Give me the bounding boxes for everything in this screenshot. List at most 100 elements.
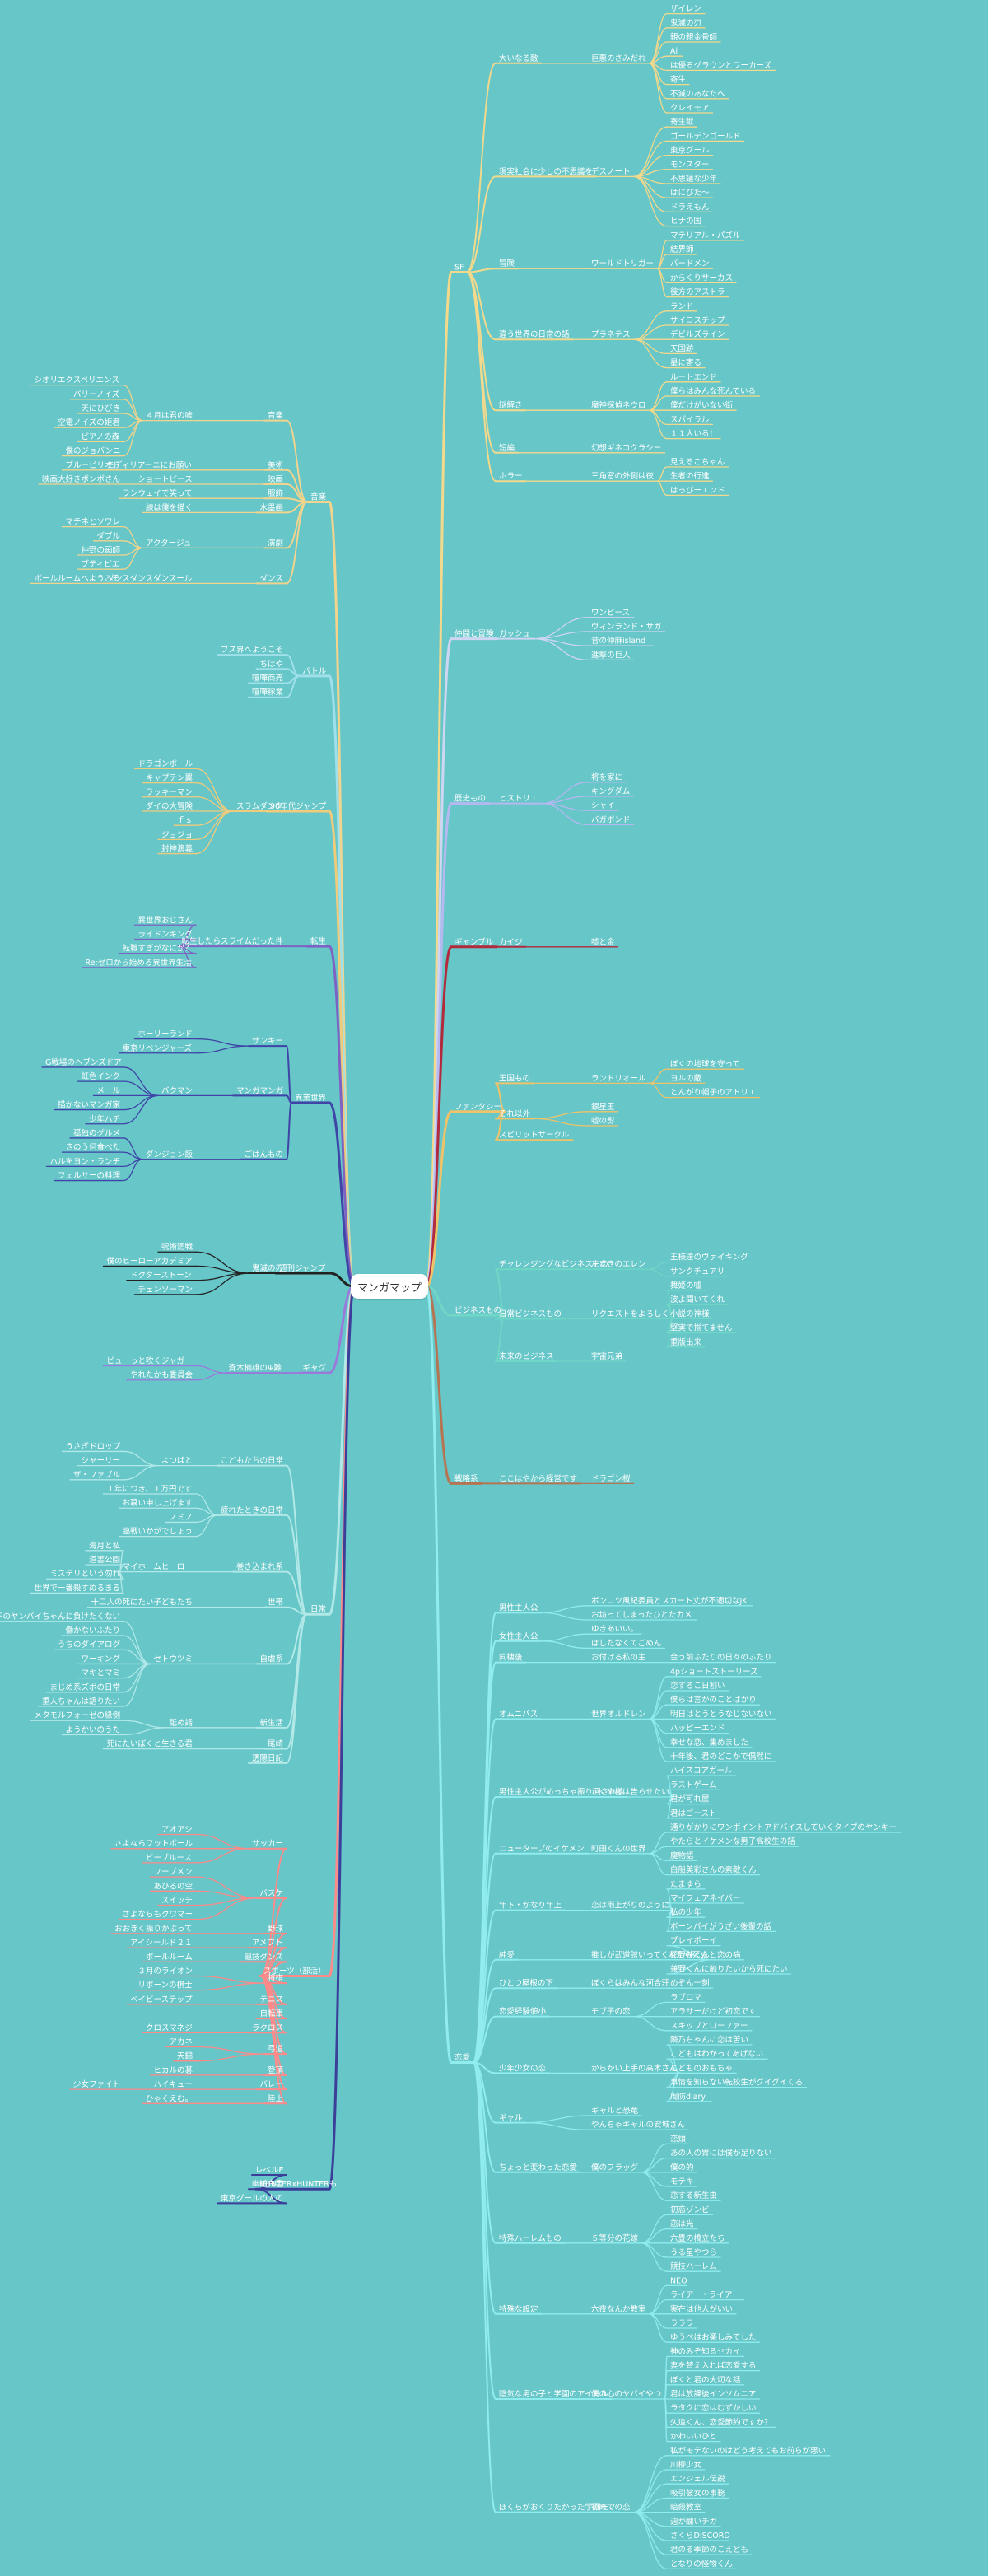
mindmap-node-297[interactable]: メタモルフォーゼの縁側 <box>35 1710 121 1720</box>
mindmap-node-334[interactable]: 陸上 <box>268 2093 284 2103</box>
mindmap-node-309[interactable]: あひるの空 <box>154 1881 193 1891</box>
mindmap-node-174[interactable]: 神のみぞ知るセカイ <box>670 2346 741 2356</box>
mindmap-node-171[interactable]: ゆうべはお楽しみでした <box>670 2332 757 2342</box>
mindmap-node-219[interactable]: ボールルームへようこそ <box>35 574 120 583</box>
mindmap-node-324[interactable]: ラクロス <box>252 2023 283 2032</box>
mindmap-node-11[interactable]: 現実社会に少しの不思議を <box>499 166 593 176</box>
mindmap-node-226[interactable]: スラムダンク <box>236 801 283 811</box>
mindmap-node-164[interactable]: 競技ハーレム <box>670 2261 717 2271</box>
mindmap-node-117[interactable]: 町田くんの世界 <box>591 1844 646 1854</box>
mindmap-node-242[interactable]: ホーリーランド <box>138 1030 193 1039</box>
mindmap-node-308[interactable]: フープメン <box>154 1868 193 1877</box>
mindmap-node-156[interactable]: モテキ <box>670 2177 694 2186</box>
mindmap-node-212[interactable]: アクタージュ <box>146 539 191 548</box>
mindmap-node-104[interactable]: 恋するこ日割い <box>670 1681 725 1691</box>
mindmap-node-99[interactable]: お付ける私の主 <box>591 1653 646 1663</box>
mindmap-node-45[interactable]: 三角窓の外側は夜 <box>591 471 655 481</box>
mindmap-node-201[interactable]: 美術 <box>268 460 284 470</box>
mindmap-node-126[interactable]: 私の少年 <box>670 1907 702 1917</box>
mindmap-node-254[interactable]: きのう何食べた <box>66 1142 121 1152</box>
mindmap-node-8[interactable]: 寄生 <box>670 75 687 85</box>
mindmap-node-158[interactable]: 特殊ハーレムもの <box>499 2233 562 2243</box>
mindmap-node-302-branch[interactable]: スポーツ（部活） <box>263 1967 326 1976</box>
mindmap-node-215[interactable]: 仲野の画師 <box>82 545 121 555</box>
mindmap-node-60[interactable]: バガボンド <box>591 815 631 824</box>
mindmap-node-68[interactable]: ヨルの蔵 <box>670 1073 702 1083</box>
mindmap-node-327[interactable]: アカネ <box>170 2038 193 2047</box>
mindmap-node-168[interactable]: ライアー・ライアー <box>670 2291 739 2300</box>
mindmap-node-133[interactable]: ひとつ屋根の下 <box>499 1978 553 1988</box>
mindmap-node-288[interactable]: 線下のヤンバイちゃんに負けたくない <box>0 1612 120 1622</box>
mindmap-node-44[interactable]: ホラー <box>499 472 523 481</box>
mindmap-node-325[interactable]: クロスマネジ <box>146 2023 193 2032</box>
mindmap-node-237[interactable]: ライドンキング <box>138 929 193 939</box>
mindmap-node-89[interactable]: ここはやから経営です <box>499 1473 577 1483</box>
mindmap-node-233[interactable]: 封神演義 <box>161 844 193 854</box>
mindmap-node-63[interactable]: 嘘と金 <box>591 937 615 947</box>
mindmap-node-316[interactable]: 競技ダンス <box>245 1952 283 1962</box>
mindmap-node-205[interactable]: ショートピース <box>138 475 193 484</box>
mindmap-node-139[interactable]: アラサーだけど初恋です <box>670 2007 757 2017</box>
mindmap-node-267-branch[interactable]: 日常 <box>310 1604 326 1614</box>
mindmap-node-251[interactable]: ごはんもの <box>245 1150 284 1160</box>
mindmap-node-263-branch[interactable]: ギャグ <box>303 1363 327 1373</box>
mindmap-node-232[interactable]: ジョジョ <box>161 830 193 839</box>
mindmap-node-281[interactable]: 道書公園 <box>89 1555 120 1565</box>
mindmap-node-277[interactable]: 臨戦いかがでしょう <box>123 1527 193 1537</box>
mindmap-node-16[interactable]: モンスター <box>670 161 709 170</box>
mindmap-node-314[interactable]: アメフト <box>252 1939 283 1948</box>
mindmap-node-145[interactable]: こどものおもちゃ <box>670 2064 733 2073</box>
mindmap-node-176[interactable]: ぼくと君の大切な話 <box>670 2375 741 2385</box>
mindmap-node-225-branch[interactable]: 90年代ジャンプ <box>270 801 327 811</box>
mindmap-node-278[interactable]: 巻き込まれ系 <box>236 1562 283 1572</box>
mindmap-node-203[interactable]: ブルーピリオド <box>66 460 121 470</box>
mindmap-node-91-branch[interactable]: 恋愛 <box>454 2053 471 2063</box>
mindmap-node-105[interactable]: 僕らは言かのことばかり <box>670 1695 757 1705</box>
mindmap-node-148[interactable]: ギャル <box>499 2114 523 2123</box>
mindmap-node-320[interactable]: リボーンの棋士 <box>138 1981 193 1990</box>
mindmap-node-282[interactable]: ミステリという勿れ <box>50 1569 121 1579</box>
mindmap-node-29[interactable]: プラネテス <box>591 330 631 339</box>
mindmap-node-22[interactable]: ワールドトリガー <box>591 259 654 268</box>
mindmap-node-137[interactable]: モブ子の恋 <box>591 2007 631 2017</box>
mindmap-node-40[interactable]: スパイラル <box>670 415 710 424</box>
mindmap-node-52[interactable]: ヴィンランド・サガ <box>591 622 662 632</box>
mindmap-node-144[interactable]: こどもはわかってあげない <box>670 2050 763 2059</box>
mindmap-node-271[interactable]: シャーリー <box>82 1457 121 1466</box>
mindmap-node-257-branch[interactable]: 週刊ジャンプ <box>279 1263 326 1273</box>
mindmap-node-193[interactable]: 音楽 <box>268 411 284 421</box>
mindmap-node-175[interactable]: 妻を替え入れば恋愛する <box>670 2361 757 2371</box>
mindmap-node-51[interactable]: ワンピース <box>591 609 630 618</box>
mindmap-node-84[interactable]: 堅実で揃てません <box>670 1323 732 1333</box>
mindmap-node-306[interactable]: ビーブルース <box>146 1853 192 1863</box>
mindmap-node-318[interactable]: 将棋 <box>268 1973 284 1983</box>
mindmap-node-39[interactable]: 僕だけがいない街 <box>670 400 734 410</box>
mindmap-node-143[interactable]: 隣乃ちゃんに恋は苦い <box>670 2035 748 2045</box>
mindmap-node-276[interactable]: ノミノ <box>170 1513 193 1522</box>
mindmap-node-18[interactable]: はにぴた〜 <box>670 189 710 198</box>
mindmap-node-116[interactable]: ニューターブのイケメン <box>499 1844 585 1854</box>
mindmap-node-160[interactable]: 初恋ゾンビ <box>670 2205 710 2214</box>
mindmap-node-274[interactable]: １年につき、１万円です <box>107 1484 193 1494</box>
mindmap-node-258[interactable]: 鬼滅の刃 <box>252 1263 283 1273</box>
mindmap-node-166[interactable]: 六夜なんか教室 <box>591 2304 646 2314</box>
mindmap-node-36[interactable]: 魔神探偵ネウロ <box>591 400 646 410</box>
mindmap-node-239[interactable]: Re:ゼロから始める異世界生活 <box>85 958 192 968</box>
mindmap-node-2[interactable]: 巨悪のさみだれ <box>591 54 646 63</box>
mindmap-node-266[interactable]: やれたかも委員会 <box>130 1370 193 1380</box>
mindmap-node-131[interactable]: 花野井くんと恋の病 <box>670 1950 741 1960</box>
mindmap-node-100[interactable]: 会う前ふたりの日々のふたり <box>670 1653 772 1663</box>
mindmap-node-332[interactable]: ハイキュー <box>154 2080 193 2089</box>
mindmap-node-97[interactable]: はしたなくてごめん <box>591 1638 661 1648</box>
mindmap-node-30[interactable]: ランド <box>670 302 694 311</box>
mindmap-node-298[interactable]: ようかいのうた <box>66 1725 121 1734</box>
mindmap-node-262[interactable]: チェンソーマン <box>138 1286 193 1295</box>
mindmap-node-185[interactable]: エンジェル伝説 <box>670 2474 725 2484</box>
mindmap-node-161[interactable]: 恋は光 <box>670 2219 694 2229</box>
mindmap-node-173[interactable]: 僕の心のヤバイやつ <box>591 2389 661 2399</box>
mindmap-node-287[interactable]: セトウツミ <box>154 1654 193 1664</box>
mindmap-node-150[interactable]: やんちゃギャルの安城さん <box>591 2120 685 2130</box>
mindmap-node-337[interactable]: レベルE <box>255 2166 284 2175</box>
mindmap-node-184[interactable]: 川柳少女 <box>670 2460 701 2470</box>
mindmap-node-326[interactable]: 弓道 <box>268 2044 284 2054</box>
